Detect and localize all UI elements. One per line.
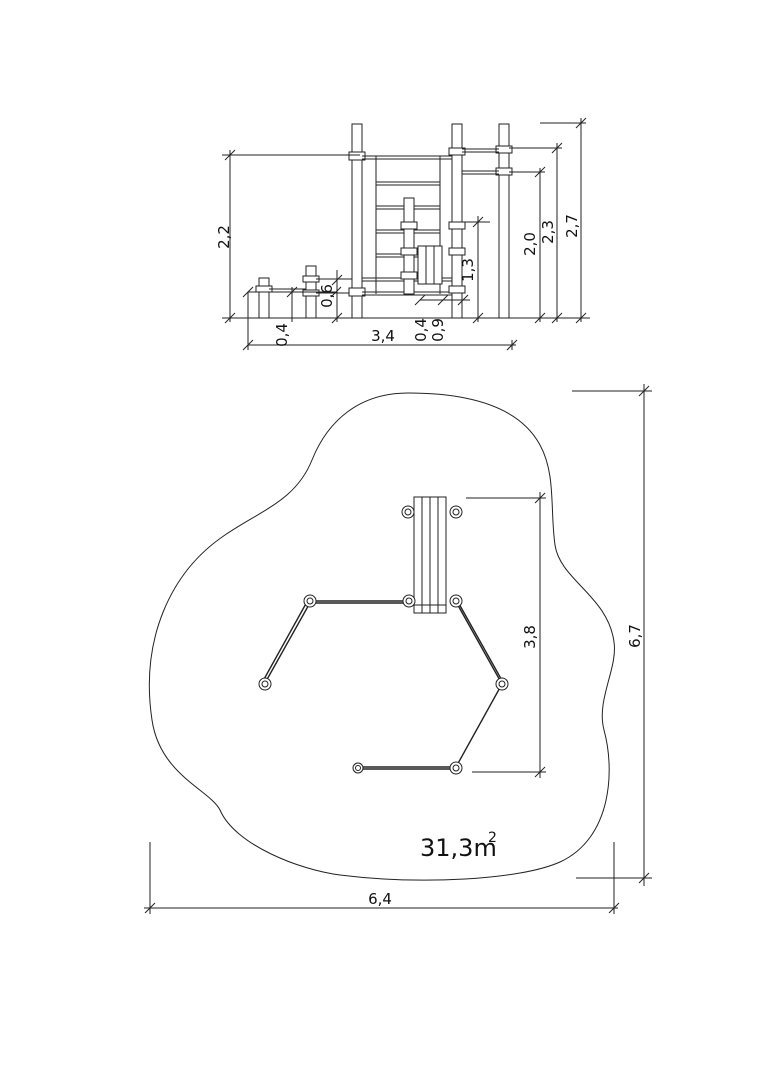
label-2-2: 2,2 (215, 225, 233, 249)
dim-6-4: 6,4 (144, 842, 620, 914)
equipment-frame (262, 599, 505, 770)
label-0-6: 0,6 (318, 284, 336, 308)
label-3-8: 3,8 (521, 625, 539, 649)
label-0-4-right: 0,4 (412, 318, 430, 342)
tall-post-c (451, 123, 463, 319)
area-label: 31,3m 2 (420, 830, 497, 862)
dim-6-7: 6,7 (572, 384, 652, 886)
label-2-0: 2,0 (521, 232, 539, 256)
panel (417, 245, 443, 285)
label-0-9: 0,9 (429, 318, 447, 342)
dim-1-3: 1,3 (459, 216, 490, 324)
label-3-4: 3,4 (371, 327, 395, 345)
label-6-4: 6,4 (368, 890, 392, 908)
label-2-3: 2,3 (539, 220, 557, 244)
area-value: 31,3m (420, 834, 497, 862)
bench (413, 496, 447, 614)
label-2-7: 2,7 (563, 214, 581, 238)
label-6-7: 6,7 (626, 624, 644, 648)
tall-post-a (351, 123, 363, 319)
tall-post-d (498, 123, 510, 319)
label-1-3: 1,3 (459, 258, 477, 282)
dim-2-7: 2,7 (540, 117, 587, 324)
dim-2-2: 2,2 (215, 149, 360, 324)
area-superscript: 2 (488, 830, 497, 846)
small-post-left (258, 277, 270, 319)
plan-view: 3,8 6,7 6,4 31,3m 2 (144, 384, 652, 914)
dim-horizontal: 0,4 3,4 0,4 0,9 (242, 286, 518, 351)
label-0-4-left: 0,4 (273, 323, 291, 347)
dim-0-6: 0,6 (318, 270, 343, 324)
dim-2-0: 2,0 (509, 166, 546, 324)
tall-post-b (403, 197, 415, 295)
dim-2-3: 2,3 (509, 142, 563, 324)
safety-area-outline (148, 392, 615, 881)
posts (258, 505, 509, 775)
dim-3-8: 3,8 (466, 492, 546, 778)
elevation-view: 2,2 0,6 1,3 2,0 (215, 117, 590, 351)
